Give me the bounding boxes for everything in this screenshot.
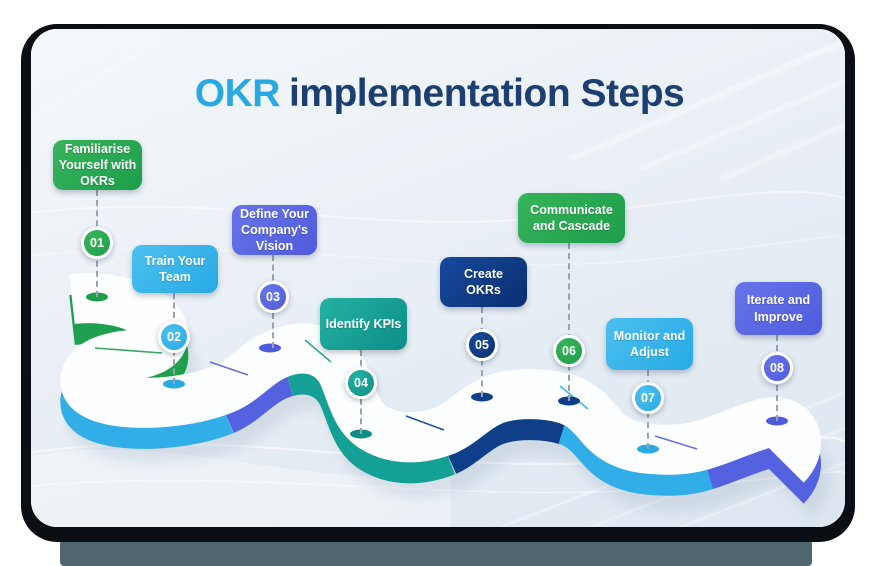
step-number-1: 01 xyxy=(90,236,104,250)
step-box-7: Monitor and Adjust xyxy=(606,318,693,370)
road-dot-7 xyxy=(637,444,659,454)
road-dot-4 xyxy=(350,429,372,439)
road-dot-1 xyxy=(86,292,108,302)
background-strip xyxy=(60,540,812,566)
step-badge-8: 08 xyxy=(761,352,793,384)
step-number-2: 02 xyxy=(167,330,181,344)
road-dot-2 xyxy=(163,379,185,389)
step-label-6: Communicate and Cascade xyxy=(530,202,613,233)
step-number-6: 06 xyxy=(562,344,576,358)
step-badge-7: 07 xyxy=(632,382,664,414)
step-box-8: Iterate and Improve xyxy=(735,282,822,335)
step-number-4: 04 xyxy=(354,376,368,390)
step-label-3: Define Your Company's Vision xyxy=(240,206,309,254)
step-badge-6: 06 xyxy=(553,335,585,367)
step-box-5: Create OKRs xyxy=(440,257,527,307)
road-surface xyxy=(60,273,821,483)
road-dot-5 xyxy=(471,392,493,402)
step-badge-2: 02 xyxy=(158,321,190,353)
road-dot-3 xyxy=(259,343,281,353)
step-number-3: 03 xyxy=(266,290,280,304)
step-badge-4: 04 xyxy=(345,367,377,399)
step-number-8: 08 xyxy=(770,361,784,375)
step-badge-5: 05 xyxy=(466,329,498,361)
step-label-7: Monitor and Adjust xyxy=(613,328,686,359)
step-label-4: Identify KPIs xyxy=(325,316,402,331)
step-label-8: Iterate and Improve xyxy=(746,293,811,324)
title-highlight: OKR xyxy=(194,72,281,115)
step-badge-3: 03 xyxy=(257,281,289,313)
step-number-7: 07 xyxy=(641,391,655,405)
step-number-5: 05 xyxy=(475,338,489,352)
step-label-5: Create OKRs xyxy=(464,266,503,297)
step-label-2: Train Your Team xyxy=(144,253,206,284)
title-rest: implementation Steps xyxy=(288,72,685,115)
connector-step-6 xyxy=(568,243,570,401)
step-badge-1: 01 xyxy=(81,227,113,259)
road-dot-6 xyxy=(558,396,580,406)
road-dot-8 xyxy=(766,416,788,426)
road-dots xyxy=(86,292,788,454)
step-label-1: Familiarise Yourself with OKRs xyxy=(58,141,137,189)
step-box-2: Train Your Team xyxy=(132,245,218,293)
step-box-6: Communicate and Cascade xyxy=(518,193,625,243)
step-box-4: Identify KPIs xyxy=(320,298,407,350)
step-box-3: Define Your Company's Vision xyxy=(232,205,317,255)
step-box-1: Familiarise Yourself with OKRs xyxy=(53,140,142,190)
